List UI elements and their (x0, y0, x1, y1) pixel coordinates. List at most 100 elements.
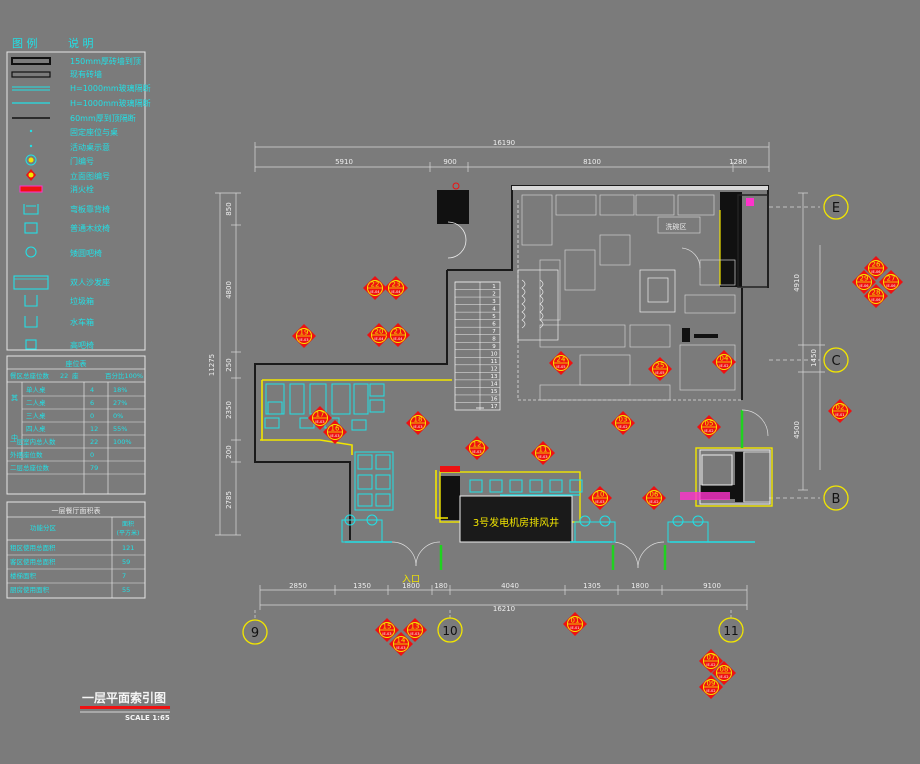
index-marker-sheet: IE-03 (330, 434, 339, 438)
seat-table-side-bottom: 中 (11, 433, 18, 442)
svg-text:C: C (831, 354, 840, 369)
stair-step-number: 2 (492, 291, 496, 297)
legend-item: H=1000mm玻璃隔断 (12, 98, 151, 108)
stair-step-number: 14 (491, 382, 498, 388)
dim-right-3: 4500 (793, 421, 801, 439)
svg-text:9: 9 (251, 626, 259, 641)
legend-header-description: 说 明 (68, 36, 94, 50)
seat-table-header-left: 餐区总座位数 (10, 371, 50, 380)
axis-column-10[interactable]: 10 (437, 617, 463, 643)
dim-left-5: 200 (225, 445, 233, 458)
legend-item: 150mm厚砖墙到顶 (11, 56, 141, 66)
high-stool-icon (25, 339, 37, 350)
legend-item-label: 矮圆吧椅 (70, 248, 102, 258)
axis-column-9[interactable]: 9 (242, 619, 268, 645)
seat-row-label: 单人桌 (26, 385, 46, 394)
index-marker-number: 08 (720, 666, 729, 674)
index-marker-number: 20 (375, 328, 384, 336)
index-marker-number: 29 (860, 275, 869, 283)
seat-row-count: 79 (90, 464, 98, 472)
index-marker-sheet: IE-02 (618, 425, 627, 429)
dim-left-4: 2350 (225, 401, 233, 419)
seat-row-count: 6 (90, 399, 94, 407)
dim-top-4: 1280 (729, 158, 747, 166)
axis-column-11[interactable]: 11 (718, 617, 744, 643)
area-table-col1: 功能分区 (30, 523, 57, 532)
axis-row-E[interactable]: E (823, 194, 849, 220)
movable-table-icon (29, 144, 33, 148)
axis-row-C[interactable]: C (823, 347, 849, 373)
dim-top-3: 8100 (583, 158, 601, 166)
dim-left-3: 250 (225, 358, 233, 371)
index-marker-number: 01 (571, 617, 580, 625)
index-marker-number: 27 (887, 275, 896, 283)
index-marker-number: 23 (392, 281, 401, 289)
legend-item: 垃圾箱 (24, 295, 94, 307)
stair-step-number: 9 (492, 344, 496, 350)
elevation-index-icon (26, 169, 36, 181)
index-marker-sheet: IE-03 (299, 338, 308, 342)
seat-table-box (6, 355, 146, 495)
kitchen-equipment (517, 194, 754, 401)
bench-chair-icon (23, 204, 39, 215)
axis-row-B[interactable]: B (823, 485, 849, 511)
index-marker-number: 26 (872, 261, 881, 269)
index-marker-sheet: IE-05 (655, 371, 664, 375)
legend-item-label: H=1000mm玻璃隔断 (70, 83, 151, 93)
legend-item-label: H=1000mm玻璃隔断 (70, 98, 151, 108)
index-marker-sheet: IE-04 (391, 290, 401, 294)
dim-right-1: 4910 (793, 274, 801, 292)
index-marker-sheet: IE-05 (556, 365, 565, 369)
area-row-label: 客区使用总面积 (10, 557, 56, 566)
area-table-title: 一层餐厅面积表 (52, 506, 101, 515)
dim-bottom-2: 1350 (353, 582, 371, 590)
wood-chair-icon (24, 222, 38, 234)
area-row-label: 楼梯面积 (10, 571, 37, 580)
legend-box (6, 51, 146, 351)
legend-item-label: 水车箱 (70, 317, 94, 327)
seat-row-pct: 27% (113, 399, 127, 407)
area-row-value: 121 (122, 544, 134, 552)
legend-item: 固定座位与桌 (29, 127, 118, 137)
index-marker-number: 21 (394, 328, 403, 336)
legend-item-label: 150mm厚砖墙到顶 (70, 56, 141, 66)
legend-item: 水车箱 (24, 316, 94, 328)
index-marker-number: 04 (720, 355, 729, 363)
dim-bottom-1: 2850 (289, 582, 307, 590)
stair-step-number: 15 (491, 389, 498, 395)
area-table-col2-line1: 面积 (122, 520, 134, 528)
